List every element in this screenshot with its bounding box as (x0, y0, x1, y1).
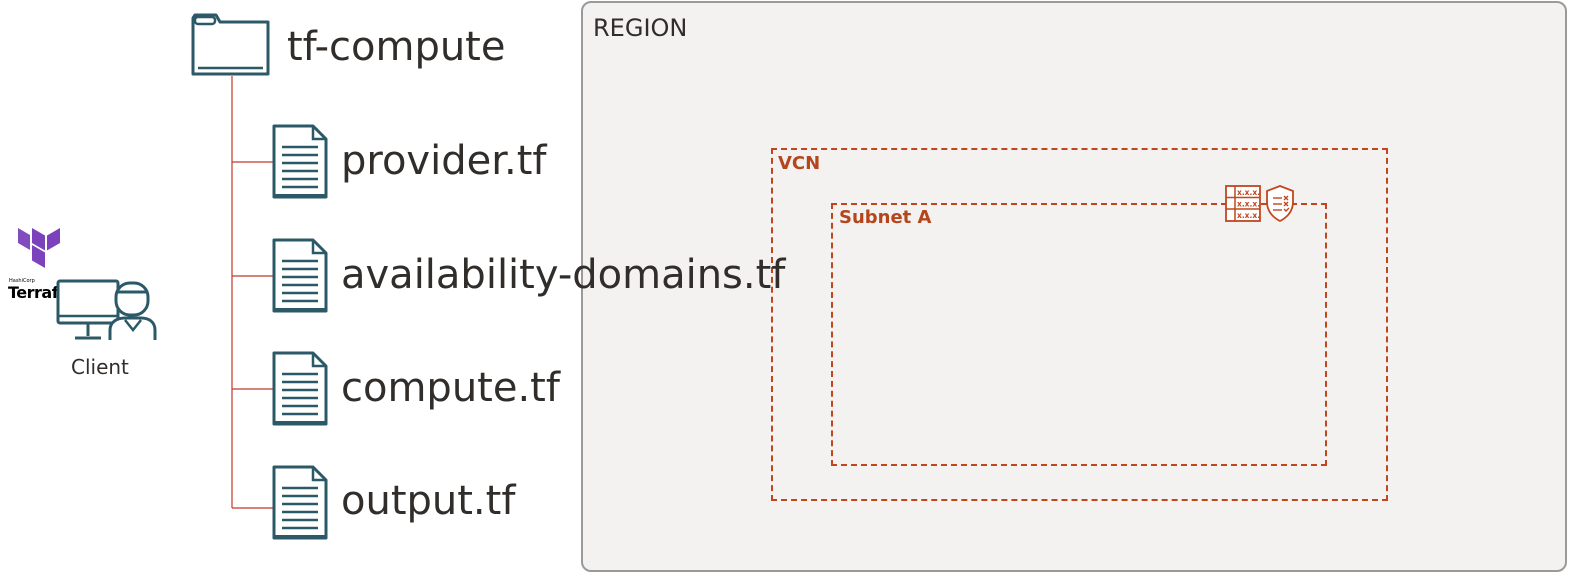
file-icon (272, 124, 328, 199)
file-icon (272, 351, 328, 426)
security-list-icon: x.x.x. x.x.x. x.x.x. (1225, 185, 1261, 222)
shield-icon (1266, 185, 1294, 223)
file-name: availability-domains.tf (341, 252, 786, 298)
file-name: output.tf (341, 478, 516, 524)
folder-name: tf-compute (287, 24, 506, 70)
security-list-text: x.x.x. (1237, 200, 1260, 209)
subnet-box (831, 203, 1327, 466)
file-name: provider.tf (341, 138, 547, 184)
hashicorp-text: HashiCorp (9, 278, 35, 284)
security-list-text: x.x.x. (1237, 188, 1260, 197)
security-list-text: x.x.x. (1237, 211, 1260, 220)
tree-connectors (231, 76, 273, 509)
file-icon (272, 465, 328, 540)
file-name: compute.tf (341, 365, 560, 411)
region-label: REGION (593, 14, 688, 42)
file-icon (272, 238, 328, 313)
vcn-box (771, 148, 1388, 501)
region-box (581, 1, 1567, 572)
client-label: Client (71, 355, 129, 379)
folder-icon (191, 13, 270, 76)
client-workstation-icon (56, 279, 157, 340)
vcn-label: VCN (778, 153, 821, 174)
terraform-logo-icon (18, 228, 60, 268)
subnet-label: Subnet A (839, 207, 932, 228)
